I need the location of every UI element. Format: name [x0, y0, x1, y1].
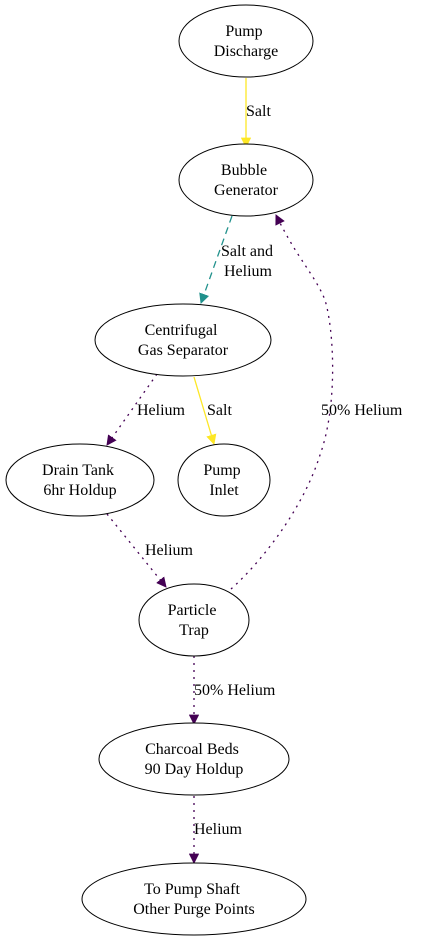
edge-label: Salt: [246, 103, 271, 120]
edge-line: [106, 513, 167, 588]
edge-label-line: Salt: [246, 103, 271, 120]
node-label-line: Gas Separator: [138, 342, 229, 359]
edge-label-line: Helium: [224, 263, 273, 280]
node-label-line: Pump: [225, 23, 262, 40]
edge-label-line: 50% Helium: [194, 682, 276, 699]
node-label: To Pump Shaft Other Purge Points: [133, 881, 254, 918]
node-label-line: Generator: [214, 182, 279, 199]
edge-line: [106, 373, 158, 446]
node-ellipse: [5, 443, 155, 517]
node-label: Drain Tank 6hr Holdup: [42, 462, 118, 499]
node-label-line: Bubble: [221, 162, 267, 179]
node-label-line: To Pump Shaft: [144, 881, 240, 898]
edge-label: Salt: [207, 402, 232, 419]
node-label: Charcoal Beds 90 Day Holdup: [145, 741, 244, 778]
edge-drain-to-trap: Helium: [106, 513, 194, 588]
edge-line: [193, 376, 217, 445]
edge-trap-to-charcoal: 50% Helium: [188, 656, 276, 726]
node-pump-shaft: To Pump Shaft Other Purge Points: [81, 862, 307, 936]
node-label: Pump Discharge: [214, 23, 279, 60]
node-label-line: Charcoal Beds: [145, 741, 239, 758]
edge-label: 50% Helium: [321, 402, 403, 419]
node-label: Centrifugal Gas Separator: [138, 322, 229, 359]
edge-label-line: Helium: [145, 542, 194, 559]
node-ellipse: [178, 4, 314, 78]
edge-label: 50% Helium: [194, 682, 276, 699]
node-label-line: Discharge: [214, 43, 279, 60]
node-label-line: Pump: [203, 462, 240, 479]
edge-discharge-to-bubble: Salt: [240, 78, 271, 149]
edge-label-line: Helium: [137, 402, 186, 419]
node-label-line: Centrifugal: [145, 322, 218, 339]
edge-label-line: Salt and: [221, 243, 273, 260]
node-label: Particle Trap: [168, 602, 221, 639]
edge-label: Helium: [137, 402, 186, 419]
node-label-line: Particle: [168, 602, 217, 619]
node-ellipse: [178, 143, 314, 217]
node-label-line: 6hr Holdup: [43, 482, 116, 499]
node-label: Bubble Generator: [214, 162, 279, 199]
node-ellipse: [81, 862, 307, 936]
node-label-line: Other Purge Points: [133, 901, 254, 918]
node-pump-inlet: Pump Inlet: [177, 443, 271, 517]
node-label-line: 90 Day Holdup: [145, 761, 244, 778]
edge-label-line: Helium: [194, 821, 243, 838]
node-charcoal-beds: Charcoal Beds 90 Day Holdup: [98, 722, 290, 796]
edge-label: Helium: [145, 542, 194, 559]
node-ellipse: [177, 443, 271, 517]
node-label-line: Trap: [179, 622, 209, 639]
node-bubble-generator: Bubble Generator: [178, 143, 314, 217]
node-label-line: Inlet: [209, 482, 239, 499]
node-label: Pump Inlet: [203, 462, 244, 499]
edge-separator-to-inlet: Salt: [193, 376, 232, 445]
node-particle-trap: Particle Trap: [138, 583, 250, 657]
edge-line: [230, 214, 334, 590]
edge-line: [199, 215, 233, 304]
edge-label: Salt and Helium: [221, 243, 277, 280]
edge-trap-to-bubble: 50% Helium: [230, 214, 403, 590]
node-label-line: Drain Tank: [42, 462, 114, 479]
node-drain-tank: Drain Tank 6hr Holdup: [5, 443, 155, 517]
node-ellipse: [98, 722, 290, 796]
node-gas-separator: Centrifugal Gas Separator: [94, 303, 272, 377]
edge-bubble-to-separator: Salt and Helium: [199, 215, 277, 304]
node-ellipse: [138, 583, 250, 657]
edge-separator-to-drain: Helium: [106, 373, 186, 446]
edge-label-line: Salt: [207, 402, 232, 419]
edge-label-line: 50% Helium: [321, 402, 403, 419]
edge-charcoal-to-shaft: Helium: [188, 796, 243, 865]
node-ellipse: [94, 303, 272, 377]
edge-label: Helium: [194, 821, 243, 838]
node-pump-discharge: Pump Discharge: [178, 4, 314, 78]
